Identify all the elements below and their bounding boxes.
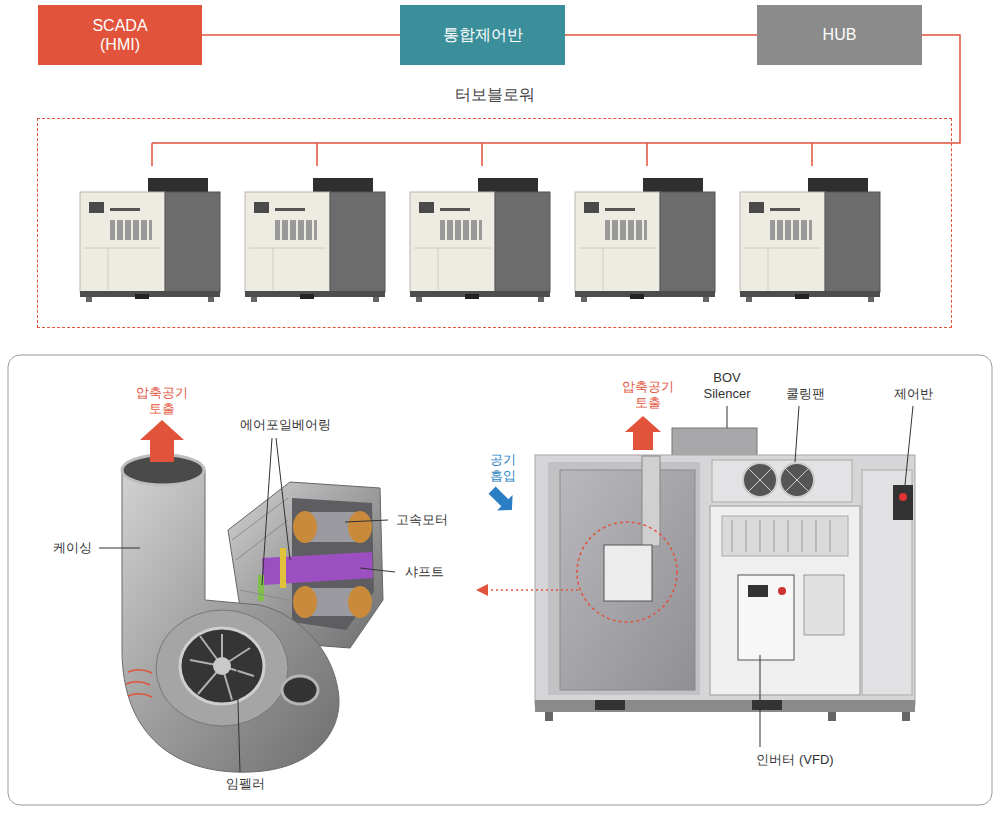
side-port — [282, 676, 318, 704]
box-label: 통합제어반 — [443, 25, 523, 44]
fan-panel — [712, 460, 852, 502]
bus-line — [152, 143, 952, 166]
flow-label: 공기 흡입 — [486, 452, 520, 483]
leader-line — [262, 438, 290, 585]
leader-line — [727, 406, 728, 428]
terminal-block — [804, 575, 844, 635]
control-box — [893, 485, 913, 520]
fan-guard — [748, 468, 809, 492]
network-link — [922, 35, 960, 143]
impeller-blades — [190, 634, 254, 700]
leader-line — [760, 655, 761, 747]
part-label: 압축공기 토출 — [132, 385, 192, 416]
side-door — [862, 470, 912, 695]
coil — [348, 511, 372, 543]
coil — [348, 586, 372, 618]
leader-line — [360, 568, 395, 572]
control-panel-box: 통합제어반 — [400, 5, 565, 65]
part-label: 제어반 — [894, 386, 933, 402]
base-slot — [595, 700, 625, 710]
discharge-arrow — [625, 416, 661, 450]
discharge-pipe — [642, 456, 660, 546]
machine-window — [560, 470, 695, 690]
airflow-marks — [126, 670, 152, 697]
breakers — [732, 520, 830, 552]
bearing — [258, 575, 264, 601]
inverter-display — [748, 585, 768, 597]
cabinet-window — [710, 506, 860, 695]
leader-line — [905, 406, 913, 485]
scada-box: SCADA (HMI) — [38, 5, 202, 65]
intake-arrow-shape — [484, 482, 519, 517]
inverter-dial — [778, 587, 786, 595]
coil — [293, 586, 317, 618]
bearing — [280, 548, 286, 588]
box-label: SCADA (HMI) — [85, 16, 155, 54]
breaker-row — [722, 516, 848, 556]
leader-line — [345, 520, 388, 522]
bov-silencer — [672, 428, 757, 456]
machine-foot — [545, 712, 553, 721]
group-heading: 터보블로워 — [38, 85, 951, 104]
discharge-arrow — [140, 420, 184, 462]
leader-line — [795, 406, 799, 462]
blower-group: 터보블로워 — [37, 118, 952, 328]
part-label: 임펠러 — [226, 776, 265, 792]
blower-unit — [575, 178, 715, 302]
impeller-hub — [213, 657, 231, 675]
leader-line — [99, 548, 140, 549]
detail-panel — [8, 355, 992, 805]
blower-unit — [740, 178, 880, 302]
intake-arrow — [484, 482, 519, 517]
blower-core — [604, 545, 652, 601]
detail-pointer — [488, 589, 578, 591]
highlight-circle — [577, 522, 677, 622]
detail-pointer-head — [476, 584, 488, 596]
hub-box: HUB — [757, 5, 922, 65]
machine-body — [535, 455, 915, 705]
flow-label: 압축공기 토출 — [618, 379, 678, 410]
control-button — [899, 493, 907, 501]
part-label: 에어포일베어링 — [240, 417, 331, 433]
machine-foot — [828, 712, 836, 721]
blower-unit — [410, 178, 550, 302]
network-link — [565, 34, 757, 36]
inverter — [738, 575, 794, 660]
machine-base — [535, 700, 915, 712]
machine-left-bay — [548, 462, 700, 695]
leader-line — [237, 668, 240, 772]
part-label: BOV Silencer — [695, 370, 759, 401]
part-label: 쿨링팬 — [786, 386, 825, 402]
part-label: 케이싱 — [53, 540, 92, 556]
volute-face — [156, 610, 288, 726]
coil — [293, 511, 317, 543]
network-link — [202, 34, 400, 36]
shaft — [262, 552, 373, 585]
part-label: 인버터 (VFD) — [756, 752, 833, 768]
part-label: 샤프트 — [405, 564, 444, 580]
inlet-eye — [180, 628, 264, 704]
base-slot — [752, 700, 782, 710]
blower-unit — [80, 178, 220, 302]
casing — [122, 470, 339, 772]
part-label: 고속모터 — [396, 512, 448, 528]
machine-foot — [902, 712, 910, 721]
blower-unit — [245, 178, 385, 302]
box-label: HUB — [823, 25, 857, 44]
housing-fins — [232, 498, 288, 600]
